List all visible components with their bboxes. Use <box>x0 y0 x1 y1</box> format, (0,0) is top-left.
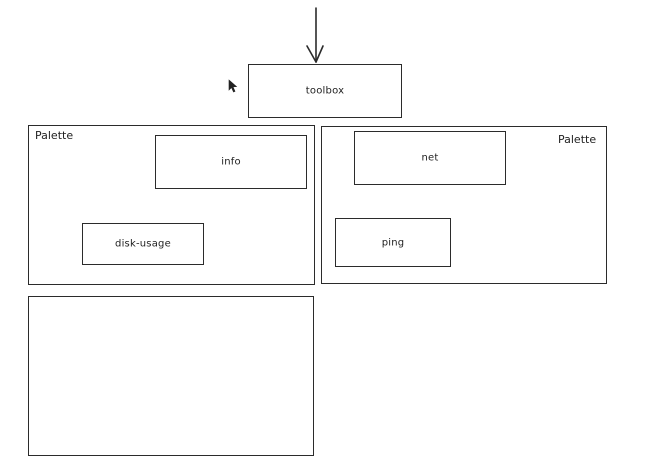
info-box[interactable]: info <box>155 135 307 189</box>
disk-usage-box[interactable]: disk-usage <box>82 223 204 265</box>
disk-usage-label: disk-usage <box>115 238 171 250</box>
palette-left[interactable] <box>28 125 315 285</box>
net-box[interactable]: net <box>354 131 506 185</box>
mouse-cursor-icon <box>228 79 238 93</box>
ping-label: ping <box>381 237 405 248</box>
info-label: info <box>221 156 241 168</box>
palette-right[interactable] <box>321 126 607 284</box>
toolbox-label: toolbox <box>305 85 345 97</box>
palette-right-label: Palette <box>558 133 597 146</box>
toolbox-box[interactable]: toolbox <box>248 64 402 118</box>
palette-left-label: Palette <box>35 129 74 142</box>
net-label: net <box>421 152 439 164</box>
empty-bottom-box[interactable] <box>28 296 314 456</box>
ping-box[interactable]: ping <box>335 218 451 267</box>
incoming-arrow-head <box>306 45 324 63</box>
